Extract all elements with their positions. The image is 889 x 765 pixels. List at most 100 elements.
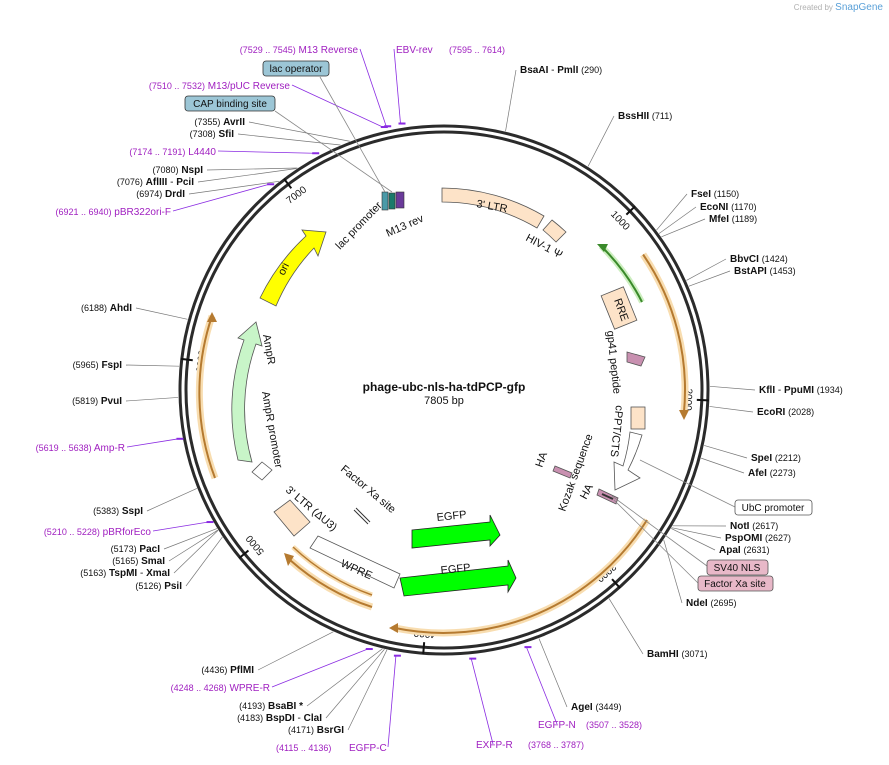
feature-ubc-promoter[interactable] — [613, 431, 643, 491]
primers: (7529 .. 7545) M13 Reverse EBV-rev (7595 .… — [36, 45, 642, 754]
restriction-site[interactable]: (7308) SfiI — [190, 129, 235, 140]
site-leader — [188, 180, 280, 195]
feature-ampr-promoter[interactable] — [251, 461, 273, 481]
features — [231, 187, 646, 597]
feature-ampr[interactable] — [231, 321, 263, 463]
restriction-site[interactable]: PspOMI (2627) — [725, 533, 791, 544]
restriction-site[interactable]: SpeI (2212) — [751, 453, 801, 464]
site-leader — [686, 258, 727, 281]
cap-binding-site-box[interactable] — [184, 95, 276, 112]
restriction-site[interactable]: BstAPI (1453) — [734, 266, 796, 277]
feature-m13-rev[interactable] — [395, 191, 405, 209]
primer-label[interactable]: (7174 .. 7191) L4440 — [129, 147, 216, 158]
credit: Created by SnapGene — [794, 2, 883, 13]
primer-label[interactable]: (4248 .. 4268) WPRE-R — [171, 683, 270, 694]
restriction-site[interactable]: (5163) TspMI - XmaI — [80, 568, 170, 579]
restriction-site[interactable]: (5965) FspI — [73, 360, 123, 371]
primer-label[interactable]: (5210 .. 5228) pBRforEco — [44, 527, 152, 538]
primer-label[interactable]: EBV-rev — [396, 45, 433, 56]
feature-rre[interactable] — [600, 286, 638, 330]
tick-mark — [180, 357, 193, 362]
feature-ori[interactable] — [259, 229, 327, 307]
primer-label[interactable]: (6921 .. 6940) pBR322ori-F — [55, 207, 171, 218]
site-leader — [505, 69, 517, 132]
primer-leader — [152, 521, 209, 532]
restriction-site[interactable]: (4183) BspDI - ClaI — [237, 713, 322, 724]
sv40-nls-box[interactable] — [706, 559, 769, 576]
tick-mark — [238, 549, 250, 559]
restriction-site[interactable]: BssHII (711) — [618, 111, 672, 122]
label-ampr: AmpR — [260, 333, 277, 365]
restriction-site[interactable]: NotI (2617) — [730, 521, 778, 532]
primer-label[interactable]: EXFP-R — [476, 740, 513, 751]
restriction-site[interactable]: MfeI (1189) — [709, 214, 757, 225]
site-leader — [163, 528, 218, 550]
restriction-site[interactable]: NdeI (2695) — [686, 598, 736, 609]
tick-mark — [283, 178, 293, 189]
primer-label[interactable]: EGFP-N — [538, 720, 576, 731]
primer-leader — [172, 183, 270, 212]
primer-leader — [387, 655, 397, 748]
sv40-nls-label: SV40 NLS — [714, 563, 761, 574]
restriction-site[interactable]: BamHI (3071) — [647, 649, 707, 660]
restriction-site[interactable]: AgeI (3449) — [571, 702, 621, 713]
feature-ha-1[interactable] — [552, 465, 573, 479]
restriction-site[interactable]: (5173) PacI — [111, 544, 161, 555]
feature-egfp-2[interactable] — [399, 559, 517, 597]
restriction-site[interactable]: (5819) PvuI — [72, 396, 122, 407]
feature-egfp-1[interactable] — [411, 514, 501, 549]
feature-gp41[interactable] — [626, 351, 646, 367]
site-leader — [587, 115, 615, 167]
restriction-site[interactable]: (7080) NspI — [153, 165, 204, 176]
restriction-site[interactable]: EcoNI (1170) — [700, 202, 756, 213]
restriction-site[interactable]: ApaI (2631) — [719, 545, 769, 556]
restriction-site[interactable]: (6974) DrdI — [136, 189, 185, 200]
feature-hiv-psi[interactable] — [542, 219, 567, 243]
boxed-labels: lac operator CAP binding site UbC promot… — [184, 60, 813, 592]
label-egfp-2: EGFP — [440, 562, 471, 577]
restriction-site[interactable]: (4436) PflMI — [201, 665, 254, 676]
restriction-site[interactable]: BbvCI (1424) — [730, 254, 788, 265]
restriction-site[interactable]: (5383) SspI — [93, 506, 143, 517]
restriction-site[interactable]: FseI (1150) — [691, 189, 739, 200]
restriction-site[interactable]: KflI - PpuMI (1934) — [759, 385, 843, 396]
lac-operator-box[interactable] — [262, 60, 330, 77]
site-leader — [709, 385, 756, 391]
feature-wpre[interactable] — [309, 535, 401, 589]
site-leader — [173, 530, 219, 574]
primer-label[interactable]: (7510 .. 7532) M13/pUC Reverse — [149, 81, 291, 92]
primer-leader — [470, 658, 494, 745]
feature-cppt[interactable] — [630, 406, 646, 430]
primer-label[interactable]: (7529 .. 7545) M13 Reverse — [240, 45, 359, 56]
restriction-site[interactable]: (5165) SmaI — [112, 556, 165, 567]
primer-label[interactable]: (7595 .. 7614) — [449, 45, 505, 55]
feature-cap-site[interactable] — [388, 192, 396, 210]
restriction-site[interactable]: (4171) BsrGI — [288, 725, 344, 736]
primer-label[interactable]: EGFP-C — [349, 743, 387, 754]
primer-leader — [359, 48, 387, 127]
ubc-promoter-box[interactable] — [734, 499, 813, 516]
site-leader — [197, 168, 297, 183]
label-3ltr: 3' LTR — [475, 198, 508, 215]
restriction-site[interactable]: (7355) AvrII — [194, 117, 245, 128]
restriction-site[interactable]: EcoRI (2028) — [757, 407, 814, 418]
restriction-site[interactable]: (4193) BsaBI * — [239, 701, 303, 712]
feature-3ltr-du3[interactable] — [273, 499, 311, 537]
tick-mark — [422, 642, 426, 655]
site-leader — [709, 406, 754, 413]
restriction-site[interactable]: (6188) AhdI — [81, 303, 132, 314]
restriction-site[interactable]: AfeI (2273) — [748, 468, 796, 479]
primer-label[interactable]: (5619 .. 5638) Amp-R — [36, 443, 125, 454]
site-leader — [237, 133, 341, 146]
snapgene-logo: SnapGene — [835, 2, 883, 13]
site-leader — [168, 529, 219, 562]
site-leader — [704, 445, 748, 459]
restriction-site[interactable]: (5126) PsiI — [135, 581, 182, 592]
site-leader — [671, 527, 722, 539]
factor-xa-box[interactable] — [697, 575, 774, 592]
primer-leader — [126, 438, 179, 448]
restriction-site[interactable]: (7076) AflIII - PciI — [117, 177, 194, 188]
feature-3ltr[interactable] — [441, 187, 545, 229]
restriction-site[interactable]: BsaAI - PmlI (290) — [520, 65, 602, 76]
